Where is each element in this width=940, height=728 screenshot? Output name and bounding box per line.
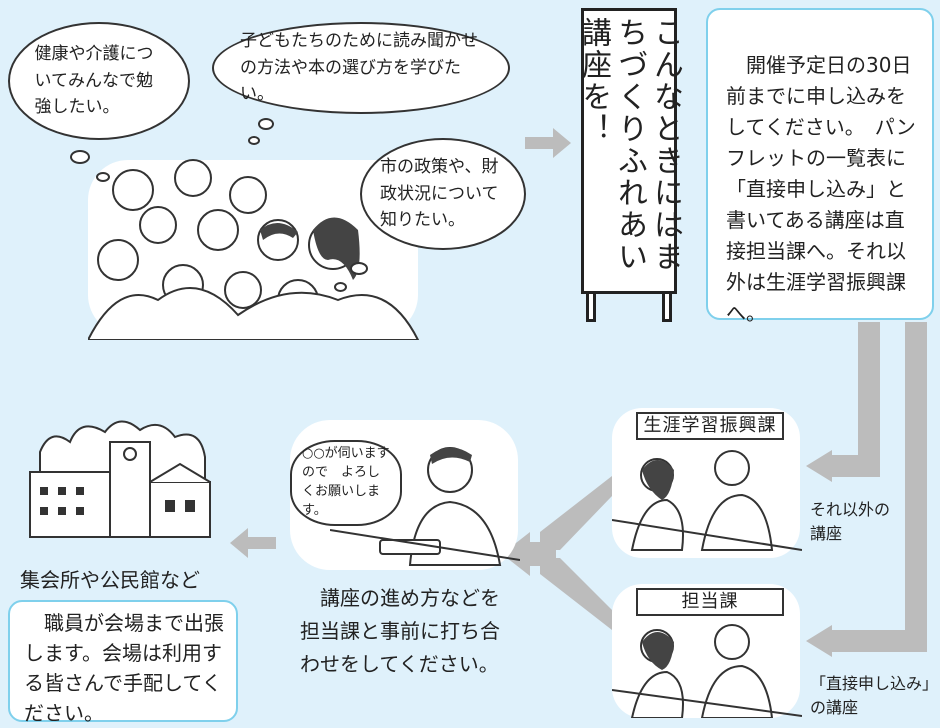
consult-text: 講座の進め方などを担当課と事前に打ち合わせをしてください。 [300, 586, 500, 676]
thought-text-health: 健康や介護についてみんなで勉強したい。 [34, 44, 154, 118]
thought-bubble-policy: 市の政策や、財政状況について知りたい。 [360, 138, 526, 250]
flow-line [858, 322, 880, 477]
thought-dot [258, 118, 274, 130]
thought-text-policy: 市の政策や、財政状況について知りたい。 [380, 157, 499, 231]
thought-dot [334, 282, 347, 292]
department-label-responsible: 担当課 [636, 588, 784, 616]
arrow-left-icon [806, 450, 832, 482]
thought-dot [248, 136, 260, 145]
thought-bubble-reading: 子どもたちのために読み聞かせの方法や本の選び方を学びたい。 [212, 22, 510, 114]
sign-text: こんなときにはまちづくりふれあい講座を！ [576, 17, 683, 273]
sign-board: こんなときにはまちづくりふれあい講座を！ [576, 8, 683, 294]
arrow-left-icon [230, 528, 276, 558]
venue-info-box: 職員が会場まで出張します。会場は利用する皆さんで手配してください。 [8, 600, 238, 725]
buildings-illustration [29, 420, 211, 538]
arrow-left-icon [806, 625, 832, 657]
sign-post-right [662, 290, 672, 322]
merge-arrow-icon [502, 476, 612, 630]
route-label-direct: 「直接申し込み」の講座 [810, 674, 931, 717]
desk-meeting-illustration [612, 450, 802, 551]
thought-dot [70, 150, 90, 164]
thought-dot [350, 262, 368, 275]
venue-label: 集会所や公民館など [20, 568, 200, 592]
desk-meeting-illustration [612, 624, 802, 718]
venue-info-text: 職員が会場まで出張します。会場は利用する皆さんで手配してください。 [24, 611, 224, 725]
crowd-illustration [88, 159, 420, 340]
flow-line [832, 630, 927, 652]
arrow-right-icon [525, 128, 571, 158]
thought-text-reading: 子どもたちのために読み聞かせの方法や本の選び方を学びたい。 [240, 31, 478, 105]
route-label-other: それ以外の講座 [810, 500, 891, 543]
sign-post-left [586, 290, 596, 322]
phone-speech-text: ○○が伺いますので よろしくお願いします。 [302, 446, 390, 518]
flow-line [832, 455, 880, 477]
phone-caller-illustration [330, 447, 520, 566]
thought-bubble-health: 健康や介護についてみんなで勉強したい。 [8, 22, 190, 140]
department-label-lifelong: 生涯学習振興課 [636, 412, 784, 440]
thought-dot [96, 172, 110, 182]
phone-speech-bubble: ○○が伺いますので よろしくお願いします。 [290, 440, 402, 526]
application-info-text: 開催予定日の30日前までに申し込みをしてください。 パンフレットの一覧表に「直接… [726, 53, 916, 325]
application-info-box: 開催予定日の30日前までに申し込みをしてください。 パンフレットの一覧表に「直接… [706, 8, 934, 325]
flow-line [905, 322, 927, 652]
